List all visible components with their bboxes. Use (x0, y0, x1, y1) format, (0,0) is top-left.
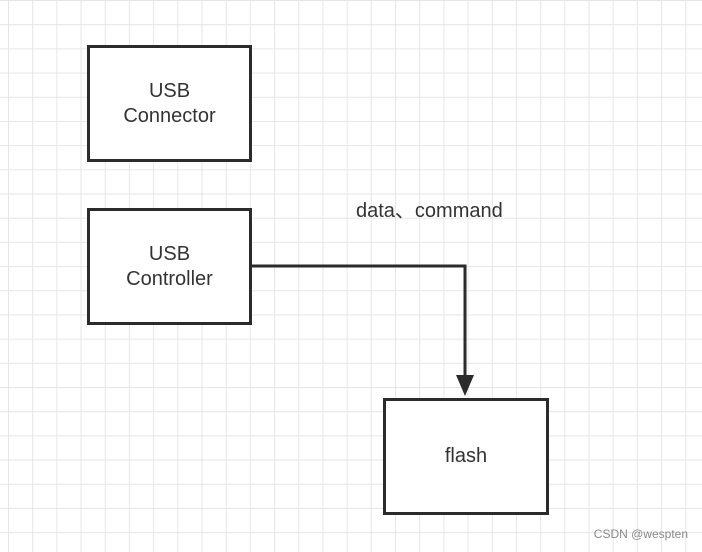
arrowhead-icon (456, 375, 474, 396)
node-usb-connector[interactable]: USB Connector (87, 45, 252, 162)
edge-line (252, 264, 467, 376)
edge-label-data-command: data、command (356, 200, 503, 222)
watermark: CSDN @wespten (593, 527, 688, 541)
node-usb-controller[interactable]: USB Controller (87, 208, 252, 325)
node-flash[interactable]: flash (383, 398, 549, 515)
